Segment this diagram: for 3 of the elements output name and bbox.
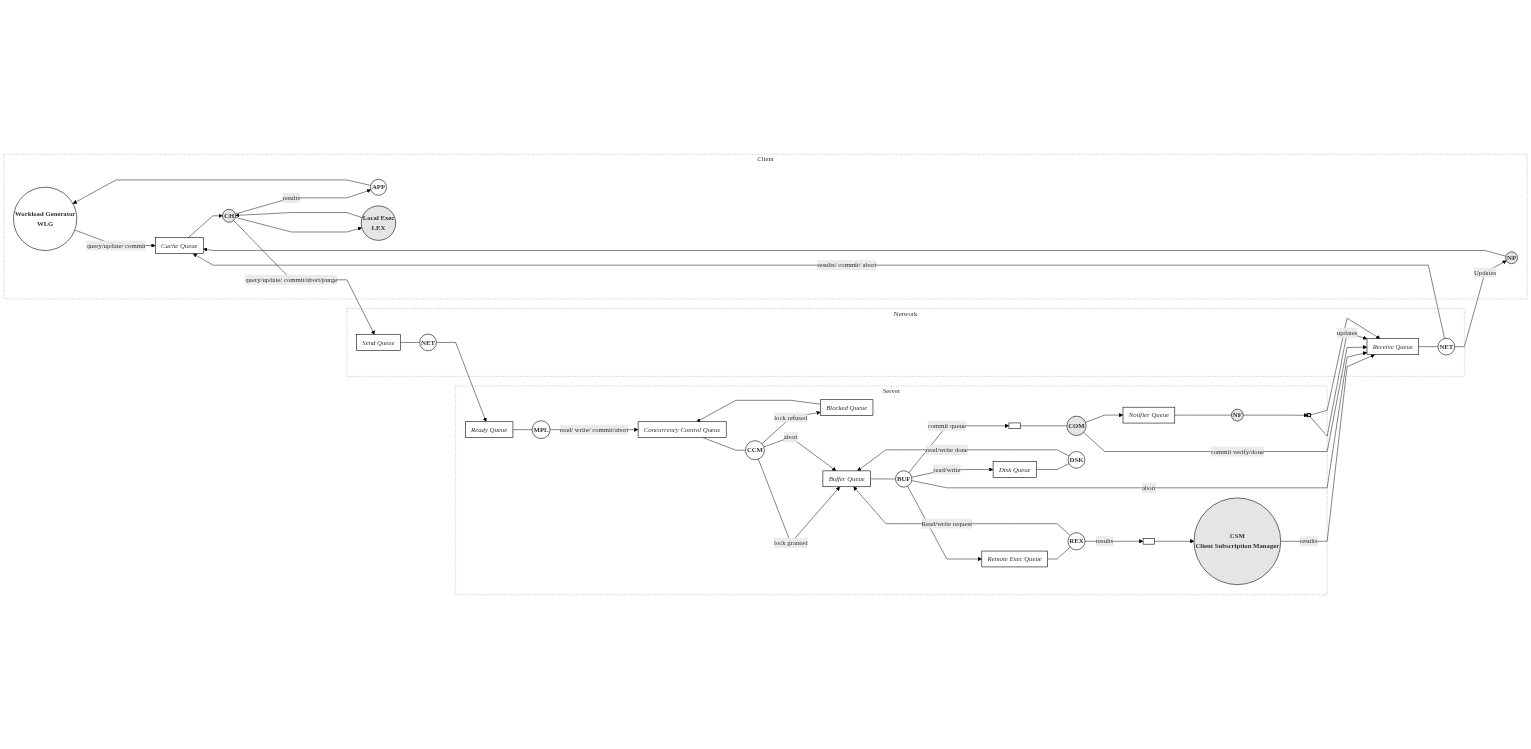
node-box	[1142, 538, 1155, 545]
connector	[1036, 463, 1070, 470]
node-box	[1008, 422, 1021, 429]
